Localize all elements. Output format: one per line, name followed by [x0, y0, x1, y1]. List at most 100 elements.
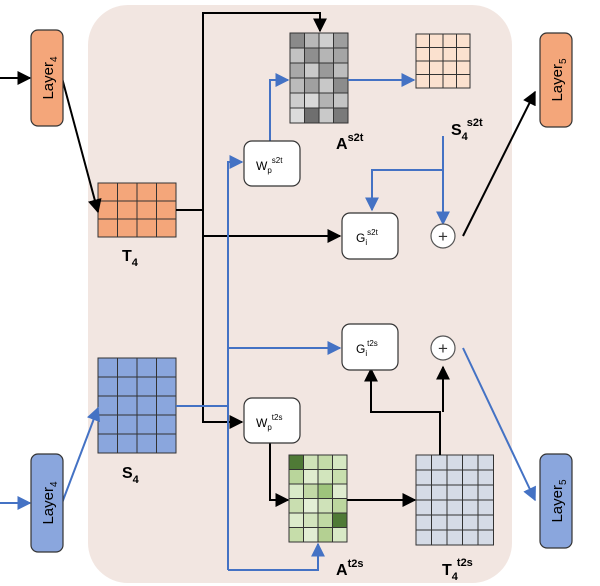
grid-cell	[156, 200, 177, 220]
grid-cell	[333, 62, 349, 79]
grid-cell	[288, 498, 304, 514]
black-flow-lines	[0, 12, 536, 507]
layer4-top-block: Layer4	[30, 29, 64, 127]
grid-cell	[332, 498, 348, 514]
layer5-bottom-subscript: 5	[558, 479, 569, 485]
grid-cell	[431, 454, 448, 471]
module-background-panel	[88, 5, 512, 583]
grid-cell	[304, 47, 320, 64]
arrow-layer4-to-t4	[61, 77, 102, 214]
grid-cell	[97, 182, 118, 202]
label-s4s2t: S4s2t	[451, 117, 483, 143]
grid-cell	[477, 499, 494, 516]
svg-text:Wps2t: Wps2t	[256, 156, 283, 175]
attention-map-t2s-grid	[288, 454, 348, 543]
svg-text:Wpt2s: Wpt2s	[256, 413, 282, 432]
grid-cell	[456, 33, 471, 48]
svg-text:Layer5: Layer5	[549, 479, 569, 523]
grid-cell	[462, 529, 479, 546]
blue-flow-lines	[0, 73, 536, 571]
arrow-layer4-to-s4	[61, 406, 101, 504]
grid-cell	[456, 74, 471, 89]
layer5-top-label: Layer	[549, 64, 566, 102]
grid-cell	[136, 376, 157, 397]
grid-cell	[156, 433, 177, 454]
grid-cell	[303, 483, 319, 499]
arrow-plus-t2s-to-layer5	[462, 347, 536, 502]
grid-cell	[446, 469, 463, 486]
grid-cell	[304, 77, 320, 94]
grid-cell	[332, 454, 348, 470]
layer5-top-subscript: 5	[558, 58, 569, 64]
grid-cell	[117, 200, 138, 220]
grid-cell	[136, 357, 157, 378]
layer4-bottom-block: Layer4	[30, 453, 64, 553]
grid-cell	[446, 514, 463, 531]
layer5-bottom-block: Layer5	[539, 453, 573, 549]
grid-cell	[431, 514, 448, 531]
line-top-trunk	[202, 12, 327, 235]
grid-cell	[156, 414, 177, 435]
label-at2s: At2s	[336, 558, 363, 579]
label-t4: T4	[122, 248, 139, 269]
grid-cell	[477, 529, 494, 546]
grid-cell	[333, 77, 349, 94]
teacher-feature-t4-grid	[97, 182, 177, 238]
grid-cell	[97, 200, 118, 220]
grid-cell	[317, 454, 333, 470]
grid-cell	[431, 529, 448, 546]
grid-cell	[477, 484, 494, 501]
wp-t2s-box: Wpt2s	[243, 397, 301, 444]
line-t4t2s-up	[364, 367, 441, 455]
grid-cell	[288, 469, 304, 485]
grid-cell	[415, 484, 432, 501]
grid-cell	[332, 469, 348, 485]
svg-text:Gis2t: Gis2t	[356, 228, 379, 247]
grid-cell	[431, 484, 448, 501]
grid-cell	[303, 527, 319, 543]
grid-cell	[136, 218, 157, 238]
grid-cell	[415, 514, 432, 531]
grid-cell	[431, 499, 448, 516]
grid-cell	[462, 499, 479, 516]
label-t4t2s: T4t2s	[442, 557, 473, 583]
layer5-top-block: Layer5	[539, 32, 573, 128]
grid-cell	[333, 47, 349, 64]
grid-cell	[117, 376, 138, 397]
grid-cell	[97, 357, 118, 378]
grid-cell	[317, 498, 333, 514]
plus-s2t-icon: +	[430, 223, 456, 249]
grid-cell	[304, 32, 320, 49]
gi-s2t-box: Gis2t	[341, 212, 399, 260]
grid-cell	[318, 107, 334, 124]
grid-cell	[429, 60, 444, 75]
grid-cell	[333, 107, 349, 124]
label-s4: S4	[122, 465, 140, 486]
grid-cell	[332, 527, 348, 543]
grid-cell	[97, 395, 118, 416]
grid-cell	[117, 414, 138, 435]
grid-cell	[429, 33, 444, 48]
arrow-trunk-to-at2s	[228, 542, 325, 571]
grid-cell	[462, 454, 479, 471]
grid-cell	[415, 454, 432, 471]
arrow-wp-s2t-to-as2t	[269, 73, 290, 142]
grid-cell	[442, 47, 457, 62]
label-as2t: As2t	[336, 132, 364, 153]
grid-cell	[317, 483, 333, 499]
grid-cell	[288, 483, 304, 499]
grid-cell	[429, 47, 444, 62]
grid-cell	[289, 62, 305, 79]
grid-cell	[289, 77, 305, 94]
grid-cell	[456, 47, 471, 62]
grid-cell	[304, 107, 320, 124]
grid-cell	[136, 433, 157, 454]
grid-cell	[303, 512, 319, 528]
layer4-bottom-label: Layer	[40, 487, 57, 525]
wp-s2t-box: Wps2t	[243, 140, 301, 187]
grid-cell	[332, 512, 348, 528]
grid-cell	[429, 74, 444, 89]
grid-cell	[117, 433, 138, 454]
